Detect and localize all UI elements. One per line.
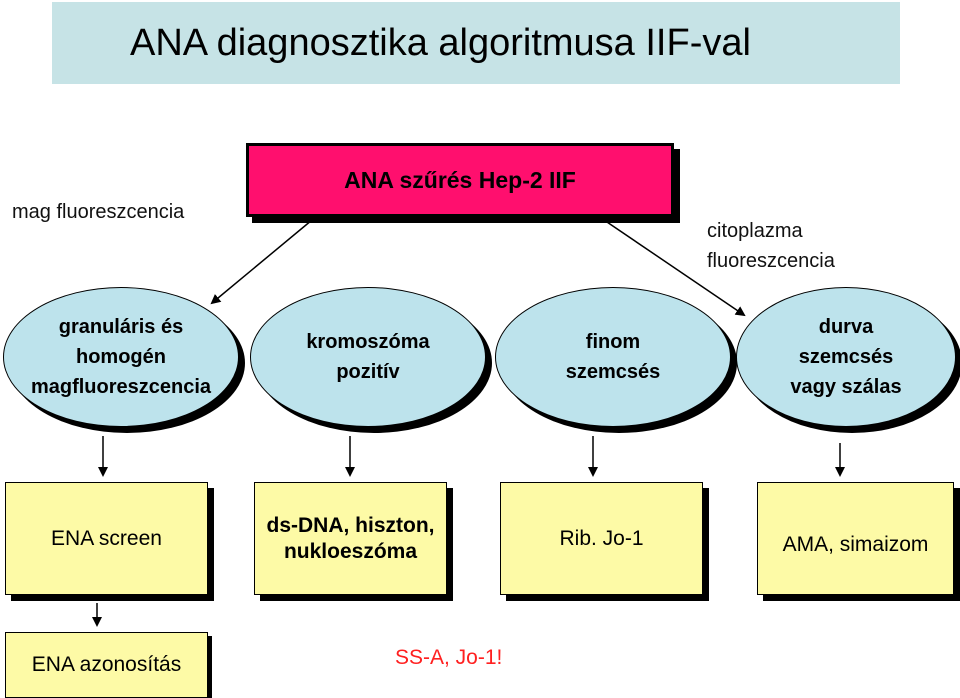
pattern-node: finom szemcsés <box>495 287 731 427</box>
test-box: ds-DNA, hiszton, nukloeszóma <box>254 482 447 595</box>
pattern-node: durva szemcsés vagy szálas <box>736 287 956 427</box>
test-box: AMA, simaizom <box>757 482 954 595</box>
test-box: ENA screen <box>5 482 208 595</box>
test-box: Rib. Jo-1 <box>500 482 703 595</box>
cytoplasm-fluorescence-label: citoplazma fluoreszcencia <box>707 220 835 272</box>
pattern-node: kromoszóma pozitív <box>250 287 486 427</box>
note-text: SS-A, Jo-1! <box>395 646 503 669</box>
arrow-root-to-nuclear <box>210 219 313 305</box>
arrow-root-to-cytoplasm <box>603 219 746 317</box>
root-node: ANA szűrés Hep-2 IIF <box>246 143 674 217</box>
root-label: ANA szűrés Hep-2 IIF <box>344 166 576 193</box>
title-bar: ANA diagnosztika algoritmusa IIF-val <box>52 2 900 84</box>
followup-label: ENA azonosítás <box>31 653 182 676</box>
page-title: ANA diagnosztika algoritmusa IIF-val <box>130 21 751 64</box>
followup-box: ENA azonosítás <box>5 632 208 698</box>
nuclear-fluorescence-label: mag fluoreszcencia <box>12 201 185 223</box>
pattern-node: granuláris és homogén magfluoreszcencia <box>3 287 239 427</box>
